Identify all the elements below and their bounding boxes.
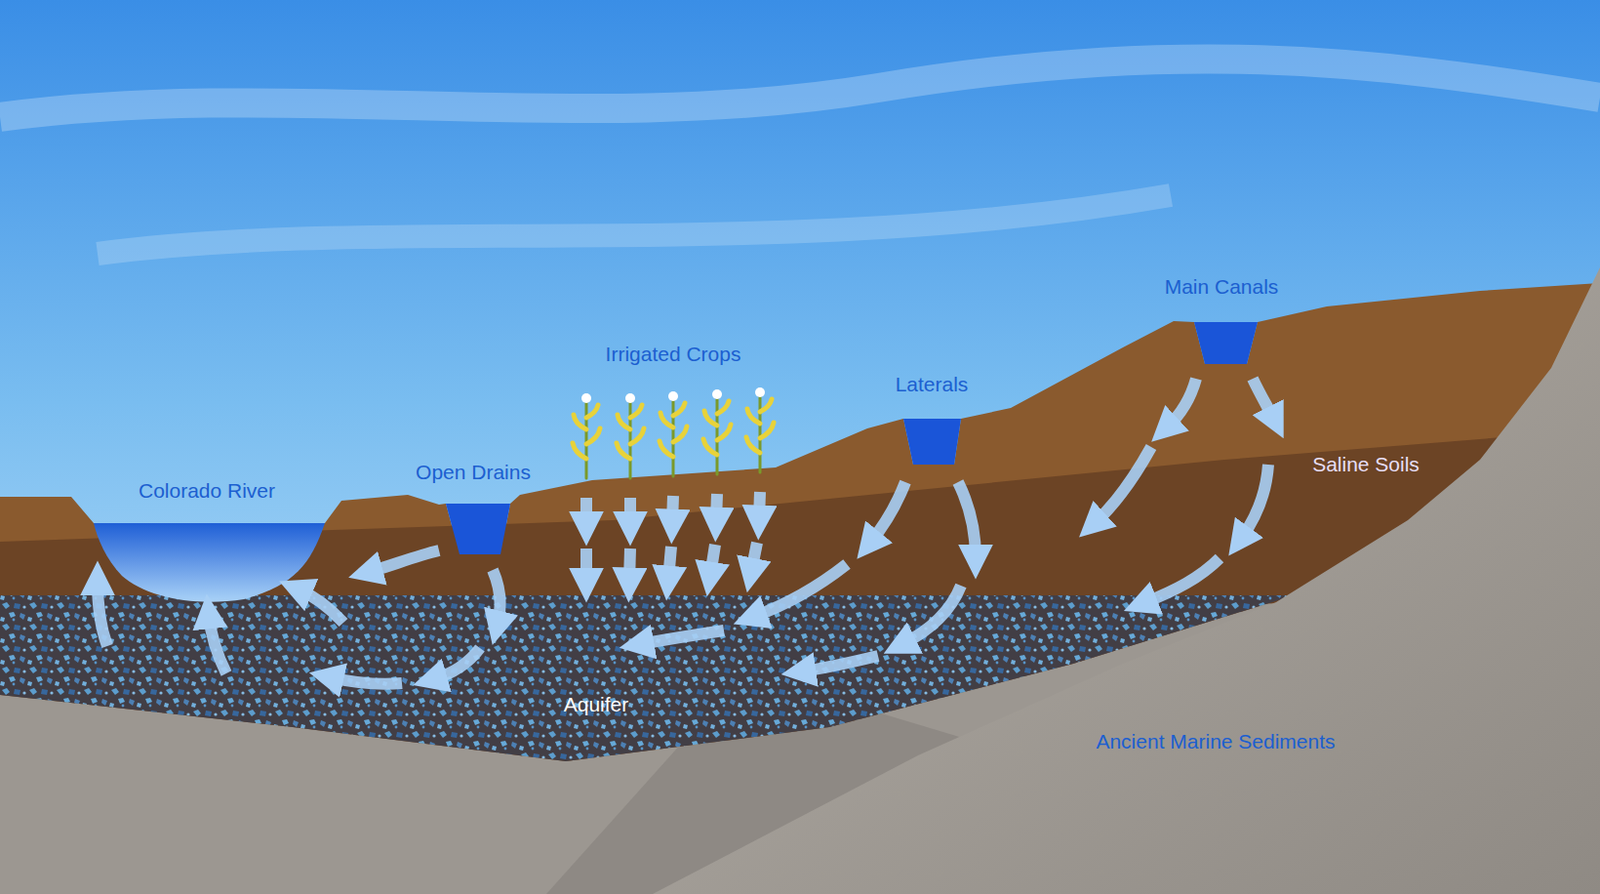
lateral-label: Laterals xyxy=(895,372,969,397)
crop-label: Irrigated Crops xyxy=(605,342,742,366)
soil-label: Saline Soils xyxy=(1312,452,1420,477)
sediment-label: Ancient Marine Sediments xyxy=(1095,729,1335,754)
aquifer-label: Aquifer xyxy=(563,692,630,717)
drain-label: Open Drains xyxy=(415,460,531,484)
river-label: Colorado River xyxy=(138,479,276,503)
canal-label: Main Canals xyxy=(1164,275,1280,299)
